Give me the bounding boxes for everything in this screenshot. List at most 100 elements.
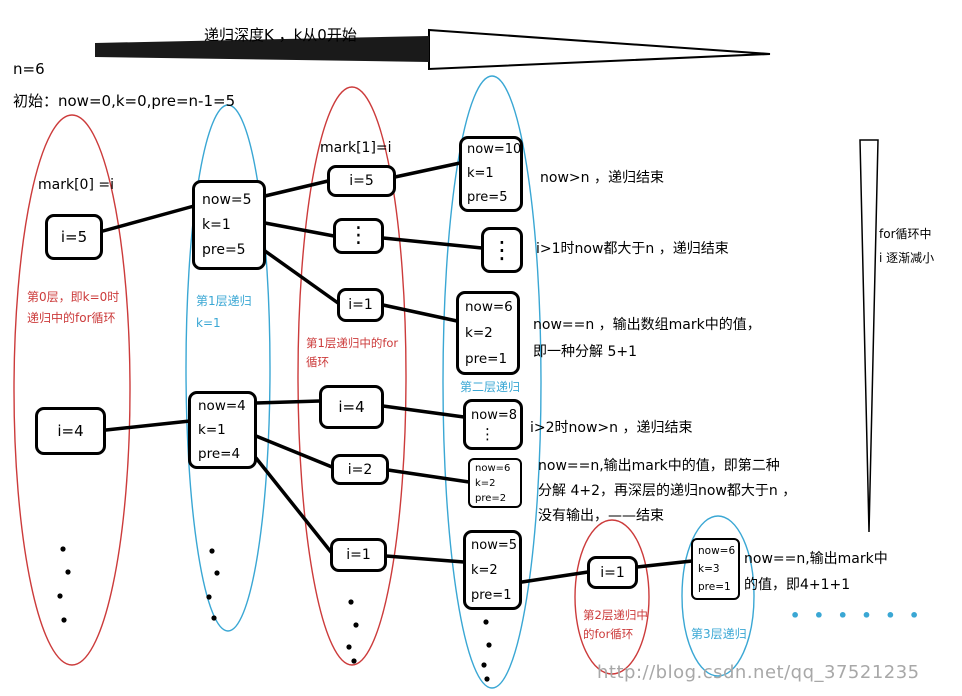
node-i1-layer2: i=1 [587,556,638,589]
node-i1b-layer1: i=1 [330,538,387,572]
caption-line: 第二层递归 [460,380,521,394]
node-text: now=5 [471,537,517,553]
layer2-recursion-ellipse [442,75,542,689]
layer1-recursion-ellipse [185,104,271,632]
connector-line [381,236,484,250]
n-label: n=6 [13,60,45,78]
node-text: now=6 [475,462,511,474]
annotation-line: i>2时now>n ，递归结束 [530,420,693,436]
annotation-line: now>n ，递归结束 [540,170,664,186]
annotation-line: 没有输出，——结束 [538,508,664,524]
connector-line [381,303,459,323]
node-now6-k2-pre1: now=6 k=2 pre=1 [456,291,520,375]
node-text: i=4 [338,398,365,416]
down-arrow [859,139,879,533]
caption-layer2-recursion: 第二层递归 [460,377,520,398]
connector-line [254,399,322,405]
node-text: k=1 [202,216,231,233]
caption-line: 递归中的for循环 [27,311,116,325]
caption-line: 第2层递归中 [583,608,648,622]
annotation-line: 的值，即4+1+1 [744,577,851,593]
connector-line [263,249,340,305]
scatter-dots-layer1-for [346,599,359,664]
node-text: ⋮ [480,424,495,443]
top-arrow-bar [95,36,429,62]
caption-line: 循环 [306,355,329,369]
continuation-dots: • • • • • • [790,606,924,625]
node-text: now=4 [198,398,246,414]
annotation-line: now==n,输出mark中 [744,551,888,567]
annotation-line: now==n,输出mark中的值，即第二种 [538,458,780,474]
node-vdots-layer1: ⋮ [333,218,384,254]
node-text: k=1 [467,166,494,181]
annotation-line: 即一种分解 5+1 [533,344,637,360]
node-text: pre=2 [475,492,507,504]
down-arrow-label-line: i 逐渐减小 [879,251,935,265]
node-text: k=1 [198,422,226,438]
caption-layer2-for: 第2层递归中 的for循环 [583,606,648,644]
annotation-now-gt-n: now>n ，递归结束 [540,165,664,191]
node-text: k=3 [698,563,720,575]
top-arrow-label: 递归深度K ，k从0开始 [204,26,357,44]
scatter-dots-layer0 [57,546,71,623]
layer0-for-ellipse [13,114,131,666]
node-text: i=4 [57,422,84,440]
layer1-for-ellipse [297,86,407,666]
caption-line: 第1层递归中的for [306,336,399,350]
node-text: i=2 [347,461,373,478]
node-i2-layer1: i=2 [331,454,389,485]
scatter-dots-layer1 [206,548,220,621]
node-now10-k1-pre5: now=10 k=1 pre=5 [459,136,523,212]
node-i1-layer1: i=1 [337,288,384,322]
connector-line [386,468,471,484]
connector-line [104,419,192,432]
node-text: i=5 [349,173,374,189]
caption-line: 的for循环 [583,627,634,641]
connector-line [393,161,462,179]
node-text: k=2 [475,477,496,489]
mark1-label: mark[1]=i [320,140,392,156]
connector-line [263,179,330,198]
init-state-label: 初始：now=0,k=0,pre=n-1=5 [13,92,236,110]
annotation-line: 分解 4+2，再深层的递归now都大于n ， [538,483,797,499]
node-text: pre=1 [698,581,731,593]
node-text: pre=1 [465,351,508,367]
node-i5-layer0: i=5 [45,214,103,260]
node-text: i=1 [346,547,371,563]
node-text: now=8 [471,407,517,423]
annotation-line: i>1时now都大于n ，递归结束 [536,241,729,257]
top-arrow-head [428,28,771,71]
node-text: pre=4 [198,446,241,462]
node-now5-k1-pre5: now=5 k=1 pre=5 [192,180,266,270]
connector-line [101,204,196,233]
node-text: now=6 [698,545,736,557]
connector-line [384,554,466,564]
node-text: now=6 [465,299,513,315]
node-text: ⋮ [347,223,370,248]
annotation-output-4-1-1: now==n,输出mark中 的值，即4+1+1 [744,546,888,598]
down-arrow-label: for循环中 i 逐渐减小 [879,222,934,270]
node-text: k=2 [471,562,498,578]
scatter-dots-layer2 [481,619,492,682]
mark0-label: mark[0] =i [38,177,114,193]
node-text: now=5 [202,191,252,208]
node-i5-layer1: i=5 [327,165,396,197]
caption-line: k=1 [196,316,221,330]
node-now6-k3-pre1: now=6 k=3 pre=1 [691,538,740,600]
node-text: pre=5 [202,241,246,258]
node-now4-k1-pre4: now=4 k=1 pre=4 [188,391,257,469]
node-text: pre=1 [471,587,512,603]
down-arrow-label-line: for循环中 [879,227,932,241]
watermark-url: http://blog.csdn.net/qq_37521235 [597,662,920,683]
node-text: now=10 [467,142,522,157]
layer2-for-ellipse [574,519,650,675]
connector-line [635,559,694,569]
caption-layer3-recursion: 第3层递归 [691,624,747,645]
annotation-i-gt-1: i>1时now都大于n ，递归结束 [536,236,729,262]
connector-line [381,404,466,419]
node-text: k=2 [465,325,493,341]
annotation-line: now==n ，输出数组mark中的值， [533,317,761,333]
node-now8: now=8 ⋮ [463,399,523,450]
caption-layer0-for: 第0层，即k=0时 递归中的for循环 [27,287,119,329]
